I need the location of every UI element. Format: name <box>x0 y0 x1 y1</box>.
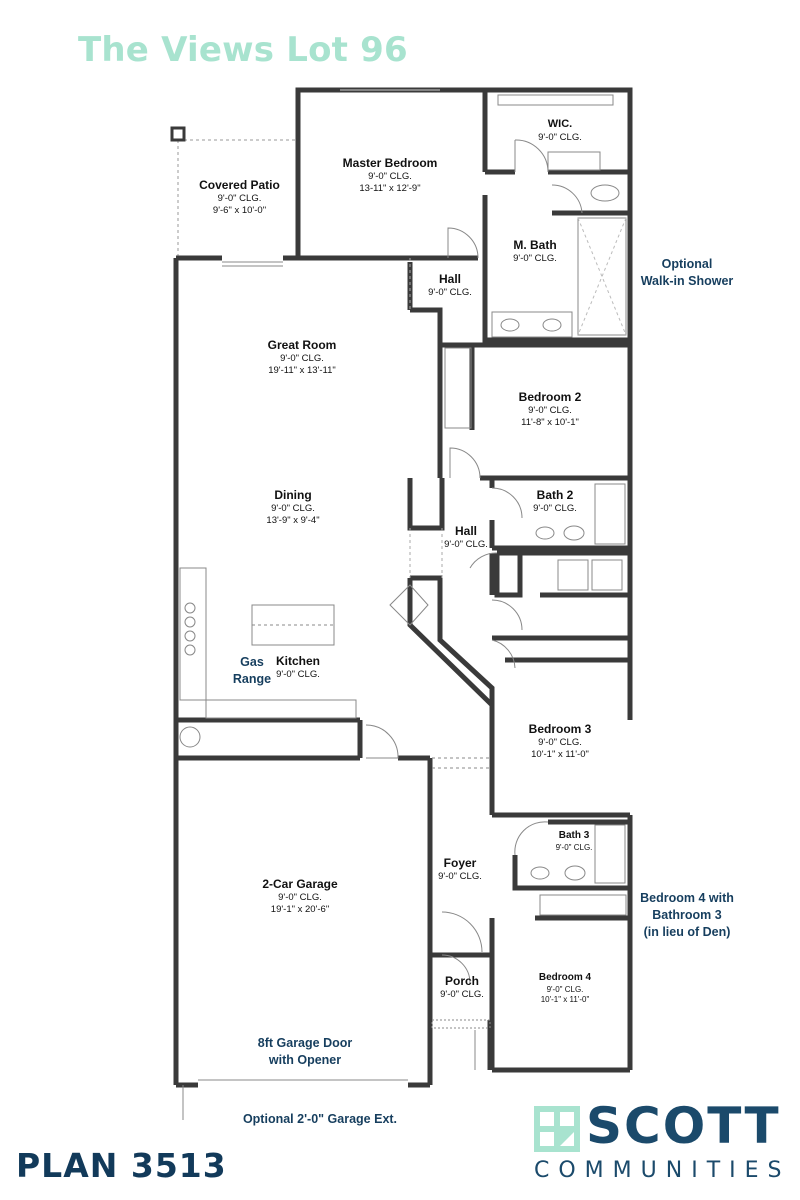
room-name: Hall <box>438 272 461 286</box>
room-ceiling: 9'-0" CLG. <box>271 503 315 514</box>
room-kitchen: Kitchen 9'-0" CLG. <box>262 654 334 681</box>
room-master-bedroom: Master Bedroom 9'-0" CLG. 13-11" x 12'-9… <box>320 156 460 195</box>
room-ceiling: 9'-0" CLG. <box>428 287 472 298</box>
room-ceiling: 9'-0" CLG. <box>217 193 262 204</box>
room-ceiling: 9'-0" CLG. <box>533 503 577 514</box>
room-ceiling: 9'-0" CLG. <box>538 131 582 143</box>
room-wic: WIC. 9'-0" CLG. <box>520 118 600 144</box>
room-dims: 13'-9" x 9'-4" <box>266 514 320 526</box>
note-garage-ext: Optional 2'-0" Garage Ext. <box>242 1112 398 1126</box>
note-optional-shower: Optional Walk-in Shower <box>640 257 734 288</box>
room-covered-patio: Covered Patio 9'-0" CLG. 9'-6" x 10'-0" <box>182 178 297 217</box>
room-m-bath: M. Bath 9'-0" CLG. <box>495 238 575 265</box>
walls <box>173 87 633 1088</box>
patio-post <box>170 126 186 142</box>
room-dims: 11'-8" x 10'-1" <box>521 416 579 428</box>
room-ceiling: 9'-0" CLG. <box>368 171 412 182</box>
room-dims: 13-11" x 12'-9" <box>359 182 421 194</box>
room-dining: Dining 9'-0" CLG. 13'-9" x 9'-4" <box>243 488 343 527</box>
room-dims: 10'-1" x 11'-0" <box>531 748 589 760</box>
room-bath-2: Bath 2 9'-0" CLG. <box>520 488 590 515</box>
room-hall-upper: Hall 9'-0" CLG. <box>414 272 486 299</box>
room-ceiling: 9'-0" CLG. <box>280 353 324 364</box>
room-name: Bedroom 4 <box>538 972 592 983</box>
room-dims: 19'-11" x 13'-11" <box>268 364 336 376</box>
covered-patio-outline <box>177 139 298 258</box>
room-ceiling: 9'-0" CLG. <box>444 539 488 550</box>
openings <box>409 258 443 578</box>
room-great-room: Great Room 9'-0" CLG. 19'-11" x 13'-11" <box>232 338 372 377</box>
room-ceiling: 9'-0" CLG. <box>276 669 320 680</box>
room-porch: Porch 9'-0" CLG. <box>426 974 498 1001</box>
plan-number: PLAN 3513 <box>16 1146 227 1185</box>
room-ceiling: 9'-0" CLG. <box>438 871 482 882</box>
room-name: Covered Patio <box>199 178 280 192</box>
room-name: Bath 3 <box>558 830 590 841</box>
room-dims: 9'-6" x 10'-0" <box>212 204 267 216</box>
room-ceiling: 9'-0" CLG. <box>546 984 584 994</box>
note-garage-door: 8ft Garage Door with Opener <box>257 1036 353 1067</box>
room-name: Master Bedroom <box>342 156 438 170</box>
fixtures <box>179 89 627 1120</box>
brand-name: SCOTT <box>586 1097 781 1155</box>
room-name: 2-Car Garage <box>262 877 338 891</box>
room-name: Hall <box>454 524 477 538</box>
room-garage: 2-Car Garage 9'-0" CLG. 19'-1" x 20'-6" <box>235 877 365 916</box>
room-hall-lower: Hall 9'-0" CLG. <box>430 524 502 551</box>
brand-subtitle: COMMUNITIES <box>534 1158 791 1183</box>
room-name: WIC. <box>547 118 573 130</box>
note-bedroom4-option: Bedroom 4 with Bathroom 3 (in lieu of De… <box>640 891 734 939</box>
room-name: Bath 2 <box>536 488 574 502</box>
room-name: Kitchen <box>275 654 320 668</box>
room-name: Dining <box>274 488 312 502</box>
room-ceiling: 9'-0" CLG. <box>440 989 484 1000</box>
room-name: Porch <box>444 974 479 988</box>
room-ceiling: 9'-0" CLG. <box>513 253 557 264</box>
room-bath-3: Bath 3 9'-0" CLG. <box>544 830 604 853</box>
page-title: The Views Lot 96 <box>78 30 408 70</box>
room-name: M. Bath <box>513 238 557 252</box>
room-ceiling: 9'-0" CLG. <box>538 737 582 748</box>
room-ceiling: 9'-0" CLG. <box>528 405 572 416</box>
room-name: Bedroom 2 <box>518 390 582 404</box>
room-name: Great Room <box>267 338 337 352</box>
room-dims: 19'-1" x 20'-6" <box>270 903 330 915</box>
room-name: Bedroom 3 <box>528 722 592 736</box>
scott-logo-icon <box>534 1106 580 1152</box>
note-gas-range: Gas Range <box>232 655 272 686</box>
room-foyer: Foyer 9'-0" CLG. <box>424 856 496 883</box>
room-ceiling: 9'-0" CLG. <box>555 842 593 852</box>
room-bedroom-4: Bedroom 4 9'-0" CLG. 10'-1" x 11'-0" <box>520 972 610 1005</box>
room-dims: 10'-1" x 11'-0" <box>540 994 590 1004</box>
room-bedroom-2: Bedroom 2 9'-0" CLG. 11'-8" x 10'-1" <box>500 390 600 429</box>
room-name: Foyer <box>443 856 477 870</box>
room-ceiling: 9'-0" CLG. <box>278 892 322 903</box>
room-bedroom-3: Bedroom 3 9'-0" CLG. 10'-1" x 11'-0" <box>510 722 610 761</box>
